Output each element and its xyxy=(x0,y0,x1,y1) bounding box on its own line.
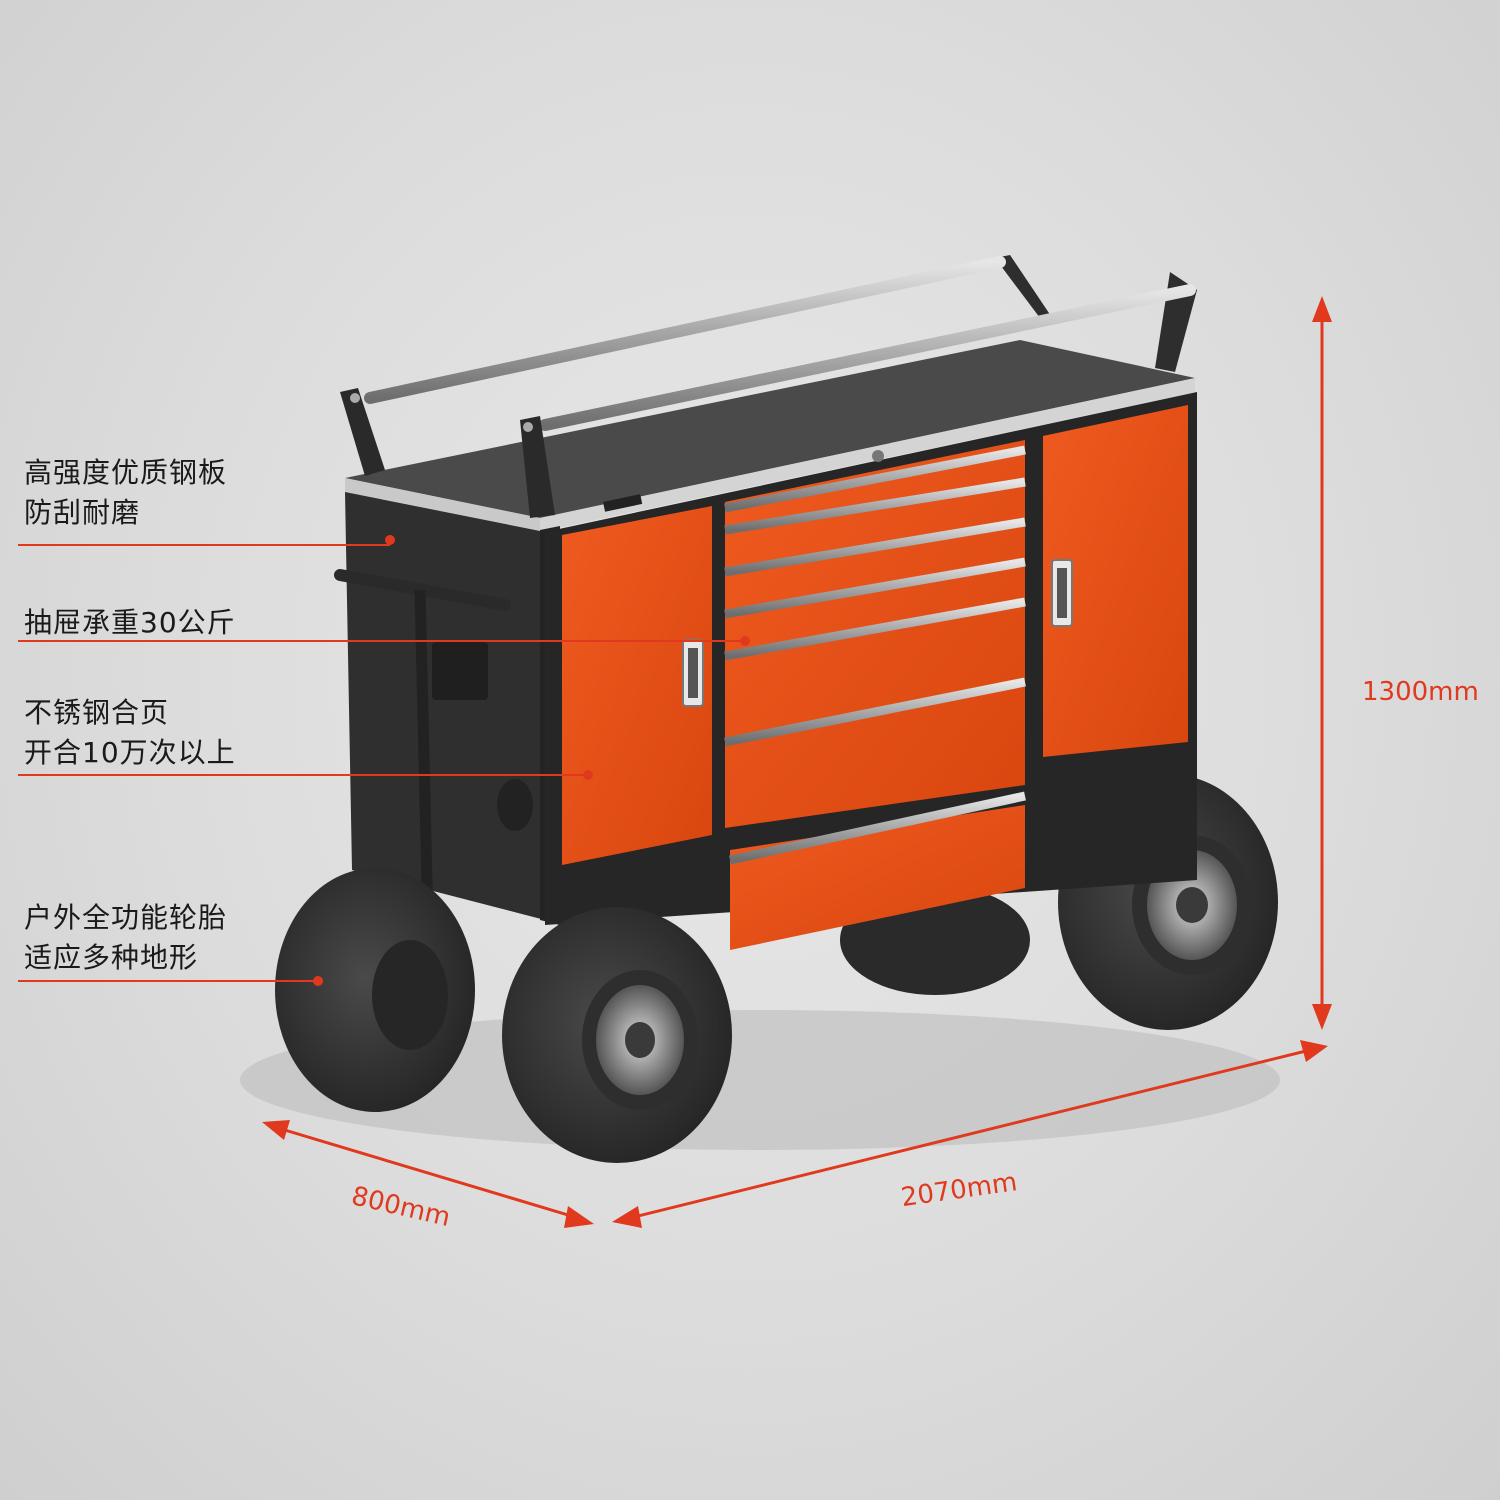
callout-line: 防刮耐磨 xyxy=(24,496,141,529)
drawer-stack xyxy=(724,440,1026,950)
callout-line: 抽屉承重30公斤 xyxy=(24,606,236,639)
callout-drawer-load: 抽屉承重30公斤 xyxy=(24,603,236,643)
right-door xyxy=(1043,405,1188,757)
top-rail-front xyxy=(340,388,555,518)
callout-line: 户外全功能轮胎 xyxy=(24,901,228,934)
worktop xyxy=(345,340,1195,532)
left-door xyxy=(562,506,712,865)
length-dimension-label: 2070mm xyxy=(899,1167,1019,1213)
top-rail xyxy=(364,255,1197,436)
height-dimension-label: 1300mm xyxy=(1362,677,1479,707)
dimension-arrows xyxy=(262,296,1332,1228)
callout-line: 高强度优质钢板 xyxy=(24,456,228,489)
callout-tires: 户外全功能轮胎 适应多种地形 xyxy=(24,898,227,978)
floor-shadow xyxy=(240,1010,1280,1150)
callout-line: 适应多种地形 xyxy=(24,941,199,974)
callout-lines xyxy=(18,535,750,986)
front-right-wheel xyxy=(502,907,732,1163)
callout-hinge: 不锈钢合页 开合10万次以上 xyxy=(24,693,236,773)
callout-steel-plate: 高强度优质钢板 防刮耐磨 xyxy=(24,453,227,533)
callout-line: 不锈钢合页 xyxy=(24,696,170,729)
depth-dimension-label: 800mm xyxy=(349,1181,453,1233)
front-left-wheel xyxy=(275,868,475,1112)
callout-line: 开合10万次以上 xyxy=(24,736,236,769)
